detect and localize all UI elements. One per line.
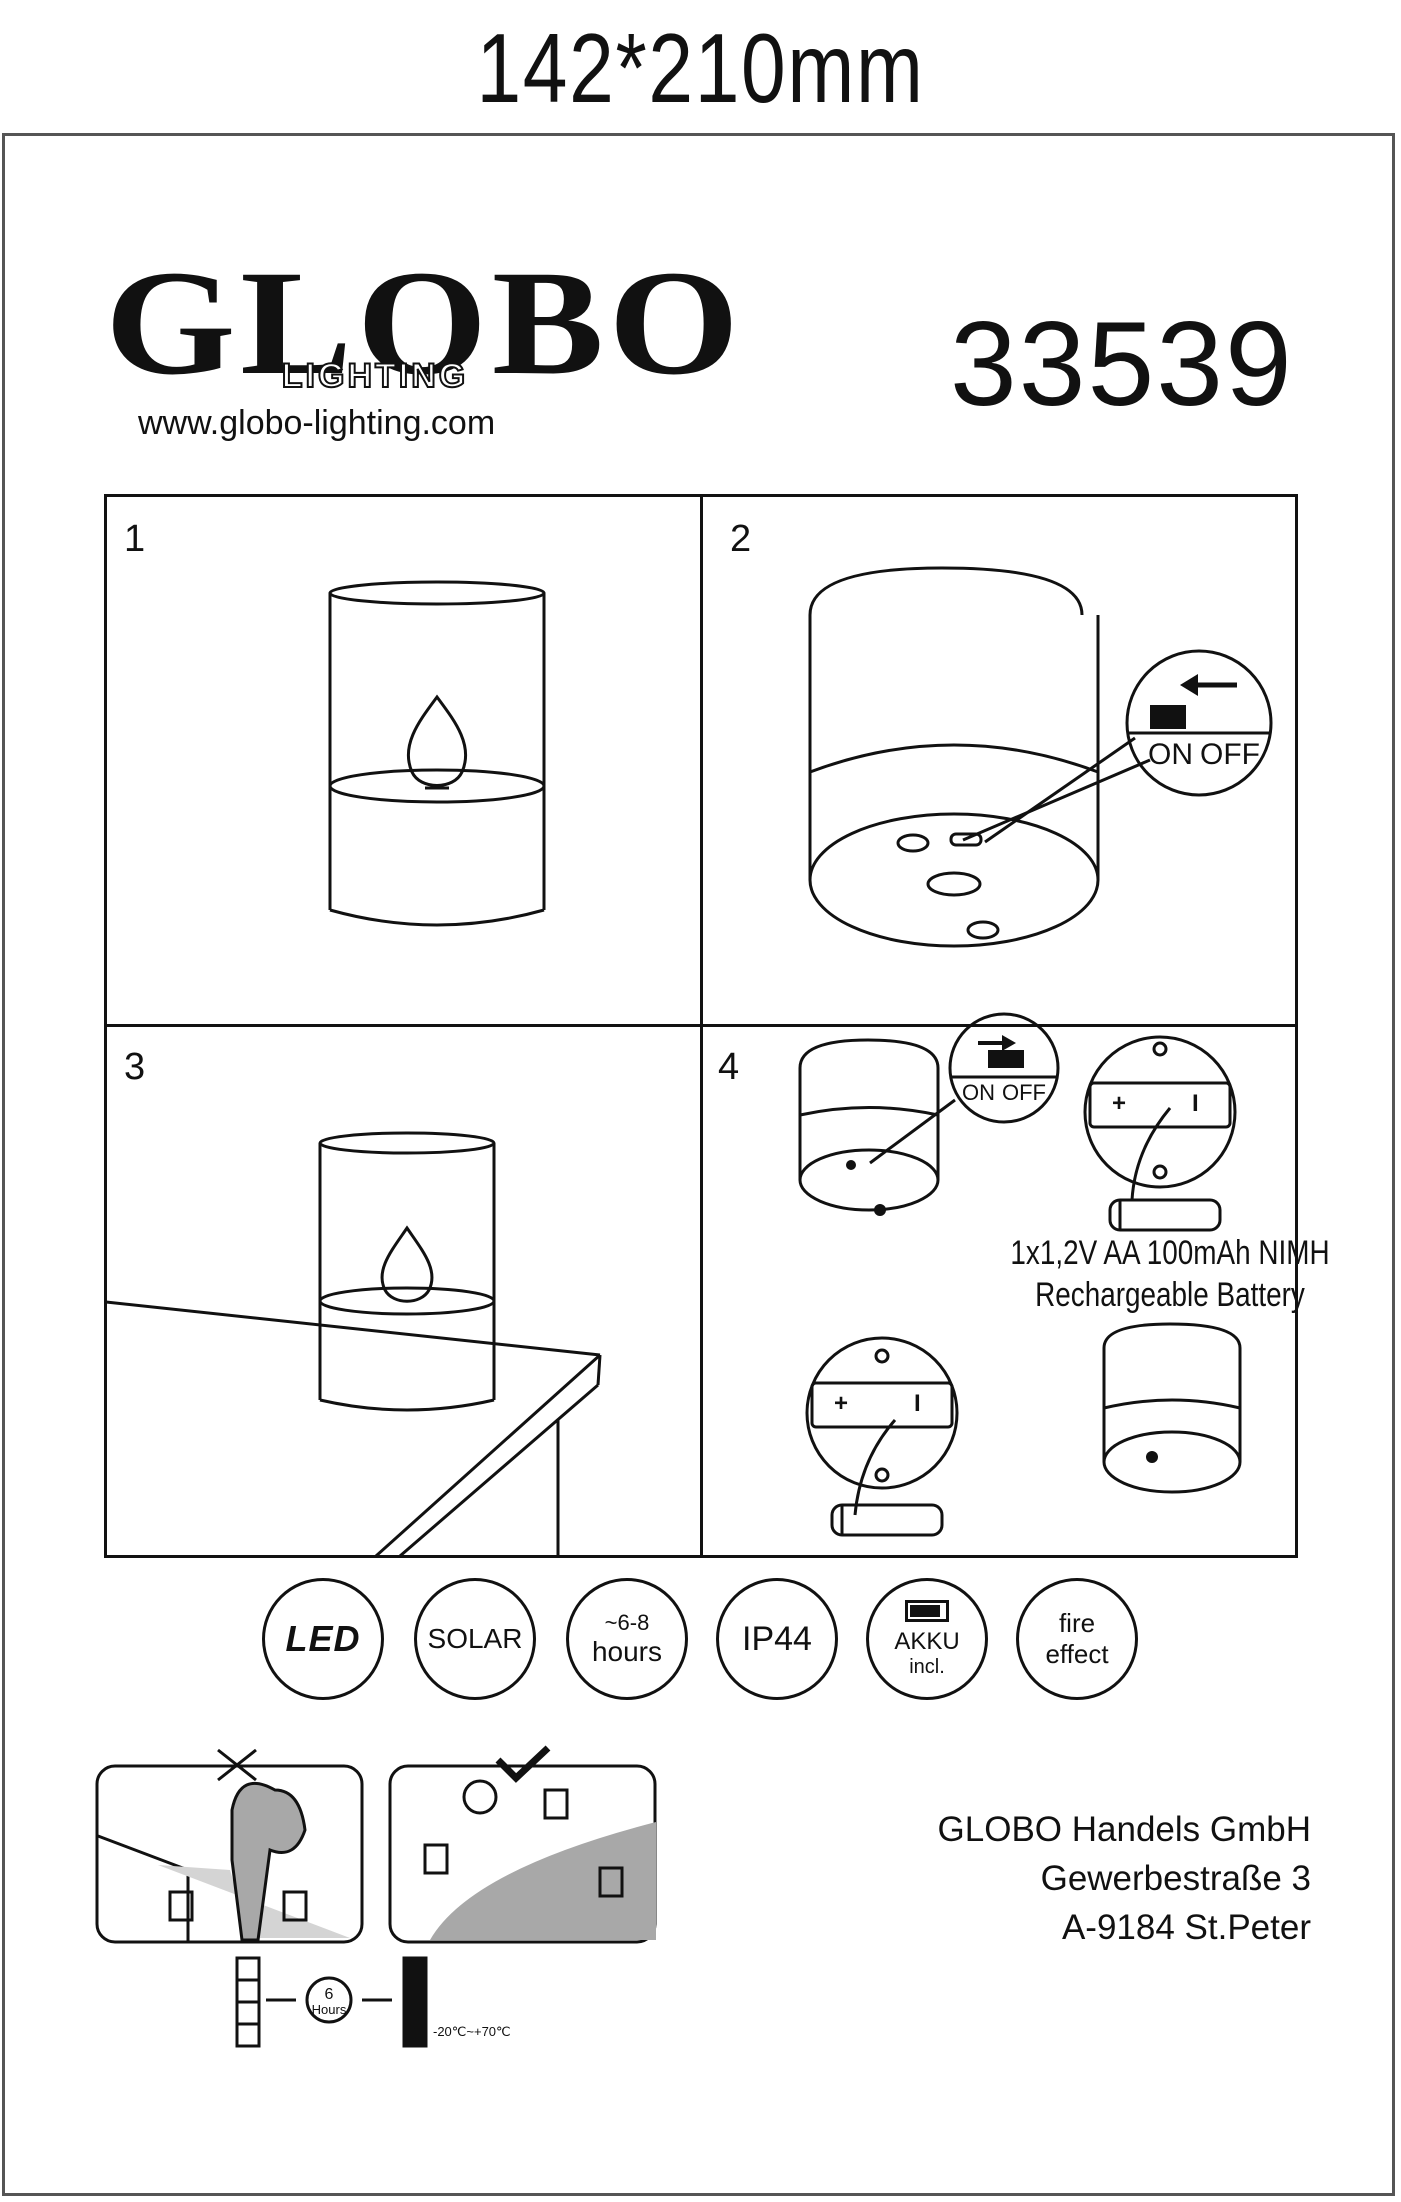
feature-fire-line1: fire (1058, 1608, 1096, 1638)
battery-spec-line1: 1x1,2V AA 100mAh NIMH (1010, 1234, 1330, 1272)
step-1-number: 1 (124, 518, 146, 560)
battery-icon (905, 1599, 949, 1622)
sun-hours-value: 6 (324, 1986, 334, 2003)
address-line-1: GLOBO Handels GmbH (937, 1810, 1311, 1849)
feature-fire-line2: effect (1045, 1639, 1109, 1669)
battery-minus-top: I (1192, 1090, 1199, 1117)
step-2-switch-on: ON (1148, 738, 1193, 771)
step-2-number: 2 (730, 518, 752, 560)
feature-hours-badge: ~6-8 hours (566, 1578, 688, 1700)
feature-hours-line1: ~6-8 (604, 1610, 650, 1635)
feature-led-label: LED (285, 1618, 361, 1659)
step-4-switch-on: ON (962, 1080, 995, 1105)
step-4-switch-off: OFF (1002, 1080, 1046, 1105)
grid-divider-horizontal (104, 1024, 1298, 1027)
battery-plus-bottom: + (834, 1390, 849, 1417)
page-dimensions: 142*210mm (476, 13, 925, 123)
feature-ip-label: IP44 (742, 1619, 812, 1658)
page-frame (2, 133, 1395, 2196)
feature-ip-badge: IP44 (716, 1578, 838, 1700)
address-line-3: A-9184 St.Peter (1061, 1908, 1311, 1947)
feature-solar-badge: SOLAR (414, 1578, 536, 1700)
model-number: 33539 (950, 297, 1294, 431)
battery-plus-top: + (1112, 1090, 1127, 1117)
sun-hours-unit: Hours (311, 2002, 347, 2017)
brand-logo: GLOBO (105, 240, 744, 406)
battery-minus-bottom: I (914, 1390, 921, 1417)
battery-spec-line2: Rechargeable Battery (1035, 1276, 1305, 1314)
step-2-switch-off: OFF (1200, 738, 1260, 771)
feature-hours-line2: hours (591, 1636, 663, 1667)
step-4-number: 4 (718, 1046, 740, 1088)
feature-solar-label: SOLAR (427, 1623, 523, 1654)
feature-fire-badge: fire effect (1016, 1578, 1138, 1700)
feature-led-badge: LED (262, 1578, 384, 1700)
temperature-range: -20℃~+70℃ (433, 2024, 511, 2039)
brand-sub: LIGHTING (281, 356, 469, 396)
feature-akku-line1: AKKU (894, 1627, 960, 1655)
address-line-2: Gewerbestraße 3 (1040, 1859, 1311, 1898)
step-3-number: 3 (124, 1046, 146, 1088)
feature-akku-line2: incl. (909, 1655, 945, 1678)
feature-akku-badge: AKKU incl. (866, 1578, 988, 1700)
brand-url: www.globo-lighting.com (138, 404, 496, 442)
